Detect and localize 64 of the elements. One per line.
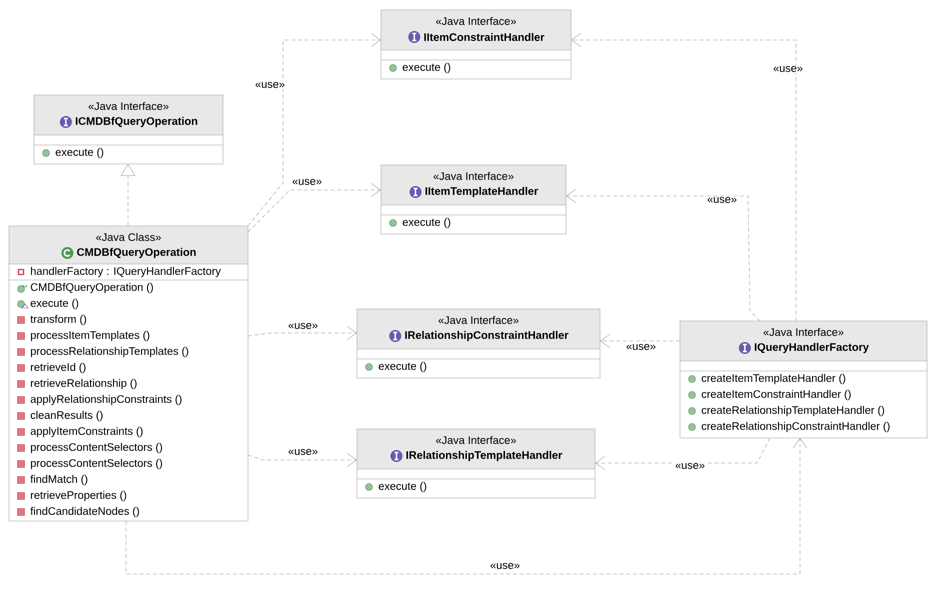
method-label: execute () bbox=[402, 218, 450, 228]
edge-label: «use» bbox=[490, 563, 520, 569]
method-label: retrieveRelationship () bbox=[31, 378, 137, 390]
stereotype-label: «Java Interface» bbox=[88, 102, 168, 110]
dependency-arrow bbox=[120, 164, 136, 226]
method-label: findCandidateNodes () bbox=[30, 506, 139, 518]
stereotype-label: «Java Interface» bbox=[436, 17, 516, 25]
attribute-label: handlerFactory : IQueryHandlerFactory bbox=[31, 266, 221, 278]
method-label: processContentSelectors () bbox=[30, 442, 162, 454]
method-label: execute () bbox=[378, 482, 426, 492]
class-box bbox=[356, 428, 596, 498]
dependency-arrow bbox=[248, 183, 382, 232]
edge-label: «use» bbox=[288, 323, 318, 329]
class-name: IQueryHandlerFactory bbox=[754, 342, 869, 354]
dependency-arrow bbox=[566, 189, 760, 322]
stereotype-label: «Java Interface» bbox=[764, 328, 844, 336]
method-label: transform () bbox=[30, 314, 86, 326]
dependency-arrow bbox=[248, 453, 357, 467]
method-label: retrieveProperties () bbox=[31, 490, 126, 502]
class-box bbox=[680, 320, 928, 438]
edge-label: «use» bbox=[774, 66, 802, 72]
method-label: applyItemConstraints () bbox=[30, 426, 143, 438]
method-label: execute () bbox=[56, 148, 104, 158]
class-box bbox=[380, 164, 566, 234]
dependency-arrow bbox=[248, 326, 357, 340]
class-name: IItemTemplateHandler bbox=[426, 186, 538, 198]
class-box bbox=[8, 226, 248, 522]
method-label: createItemTemplateHandler () bbox=[702, 374, 846, 384]
method-label: execute () bbox=[30, 298, 78, 310]
method-label: execute () bbox=[378, 362, 426, 372]
dependency-arrow bbox=[600, 334, 680, 348]
class-name: IItemConstraintHandler bbox=[424, 32, 544, 41]
dependency-arrow bbox=[248, 33, 382, 226]
edge-label: «use» bbox=[256, 82, 284, 88]
dependency-arrow bbox=[126, 438, 807, 574]
method-label: processRelationshipTemplates () bbox=[30, 346, 188, 358]
edge-label: «use» bbox=[676, 463, 704, 469]
edge-label: «use» bbox=[288, 449, 318, 455]
stereotype-label: «Java Interface» bbox=[438, 316, 518, 324]
dependency-arrow bbox=[571, 33, 796, 322]
method-label: createRelationshipConstraintHandler () bbox=[702, 422, 890, 432]
stereotype-label: «Java Interface» bbox=[434, 172, 514, 180]
class-box bbox=[356, 308, 600, 378]
method-label: createRelationshipTemplateHandler () bbox=[702, 406, 884, 416]
method-label: retrieveId () bbox=[31, 362, 86, 374]
class-name: IRelationshipConstraintHandler bbox=[405, 330, 568, 342]
stereotype-label: «Java Class» bbox=[96, 232, 161, 242]
method-label: findMatch () bbox=[30, 474, 88, 486]
method-label: processItemTemplates () bbox=[30, 330, 150, 342]
method-label: createItemConstraintHandler () bbox=[702, 390, 851, 400]
stereotype-label: «Java Interface» bbox=[436, 436, 516, 444]
method-label: CMDBfQueryOperation () bbox=[30, 282, 153, 294]
method-label: applyRelationshipConstraints () bbox=[30, 394, 182, 406]
method-label: execute () bbox=[402, 62, 450, 74]
edge-label: «use» bbox=[708, 197, 736, 203]
class-name: ICMDBfQueryOperation bbox=[76, 116, 198, 128]
class-box bbox=[34, 94, 224, 164]
class-name: CMDBfQueryOperation bbox=[77, 248, 196, 258]
class-box bbox=[380, 10, 572, 80]
edge-label: «use» bbox=[292, 179, 322, 185]
method-label: processContentSelectors () bbox=[30, 458, 162, 470]
class-name: IRelationshipTemplateHandler bbox=[406, 450, 562, 462]
method-label: cleanResults () bbox=[30, 410, 102, 422]
edge-label: «use» bbox=[626, 344, 656, 350]
